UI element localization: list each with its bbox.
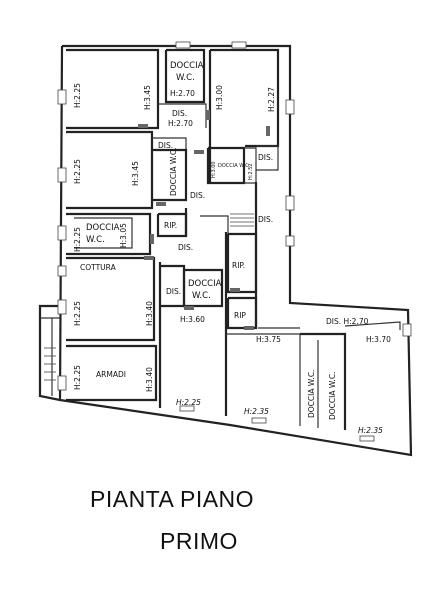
label-dis-6: DIS. [178, 243, 193, 252]
label-dis-2: DIS. [158, 141, 173, 150]
plan-title-line1: PIANTA PIANO [90, 486, 255, 512]
label-h225-r1: H:2.25 [73, 83, 82, 108]
label-h370: H:3.70 [366, 335, 391, 344]
interior-walls [66, 48, 401, 430]
label-dis-7: DIS. [166, 287, 181, 296]
label-doccia-top: DOCCIA [170, 61, 204, 71]
label-h227-r2: H:2.27 [267, 87, 276, 112]
label-h345-r3: H:3.45 [131, 161, 140, 186]
label-wc-top: W.C. [176, 73, 195, 83]
label-doccia-wc-v1: DOCCIA W.C. [169, 148, 178, 196]
doors [138, 110, 270, 330]
label-h340-arm: H:3.40 [145, 367, 154, 392]
label-h375: H:3.75 [256, 335, 281, 344]
label-dis-4: DIS. [190, 191, 205, 200]
label-doccia-wc-small: DOCCIA W.C. [218, 163, 251, 169]
label-dis-1: DIS. [172, 109, 187, 118]
label-h270-top: H:2.70 [170, 89, 195, 98]
label-h340-k: H:3.40 [145, 301, 154, 326]
label-rip-1: RIP. [164, 221, 177, 230]
label-doccia-c: DOCCIA [188, 279, 222, 289]
label-wc-mid: W.C. [86, 235, 105, 245]
label-h225-k: H:2.25 [73, 301, 82, 326]
label-rip-2: RIP. [232, 261, 245, 270]
label-h305-mid: H:3.05 [119, 223, 128, 248]
label-h235-bot2: H:2.35 [358, 426, 383, 435]
label-rip-3: RIP [234, 311, 246, 320]
label-dis-h270: DIS. H:2.70 [326, 317, 369, 326]
label-h225-bot: H:2.25 [176, 398, 201, 407]
label-h225-r3: H:2.25 [73, 159, 82, 184]
label-h225-arm: H:2.25 [73, 365, 82, 390]
stairs [44, 213, 254, 381]
plan-title-line2: PRIMO [160, 528, 238, 554]
room-labels: DOCCIA W.C. H:2.70 H:2.25 H:3.45 DIS. H:… [73, 61, 391, 435]
windows [57, 41, 412, 442]
label-h235-bot1: H:2.35 [244, 407, 269, 416]
label-doccia-mid: DOCCIA [86, 223, 120, 233]
label-doccia-wc-v3: DOCCIA W.C. [328, 372, 337, 420]
label-cottura: COTTURA [80, 263, 117, 272]
label-armadi: ARMADI [96, 370, 126, 379]
label-wc-c: W.C. [192, 291, 211, 301]
label-h360: H:3.60 [180, 315, 205, 324]
label-h252: H:2.52 [248, 163, 254, 180]
label-dis-3: DIS. [258, 153, 273, 162]
label-h300-small: H:3.00 [211, 161, 217, 178]
label-h345-r1: H:3.45 [143, 85, 152, 110]
label-h270-dis1: H:2.70 [168, 119, 193, 128]
label-doccia-wc-v2: DOCCIA W.C. [307, 370, 316, 418]
label-h300-r2: H:3.00 [215, 85, 224, 110]
label-h225-mid: H:2.25 [73, 227, 82, 252]
outer-walls [38, 44, 413, 457]
label-dis-5: DIS. [258, 215, 273, 224]
